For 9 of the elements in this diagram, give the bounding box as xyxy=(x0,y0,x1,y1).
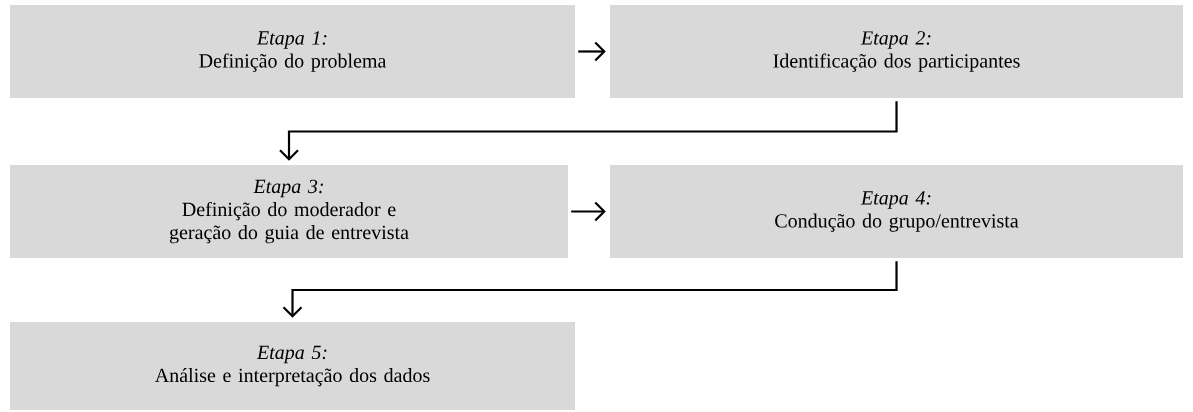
arrow xyxy=(279,101,898,161)
process-box: Etapa 1: Definição do problema xyxy=(10,5,575,98)
process-box: Etapa 2: Identificação dos participantes xyxy=(610,5,1183,98)
process-box: Etapa 4: Condução do grupo/entrevista xyxy=(610,165,1183,258)
arrow xyxy=(578,41,606,62)
arrow xyxy=(282,261,898,318)
process-box: Etapa 5: Análise e interpretação dos dados xyxy=(10,322,575,410)
arrow xyxy=(571,201,606,222)
process-box: Etapa 3: Definição do moderador e geração do guia de entrevista xyxy=(10,165,568,258)
